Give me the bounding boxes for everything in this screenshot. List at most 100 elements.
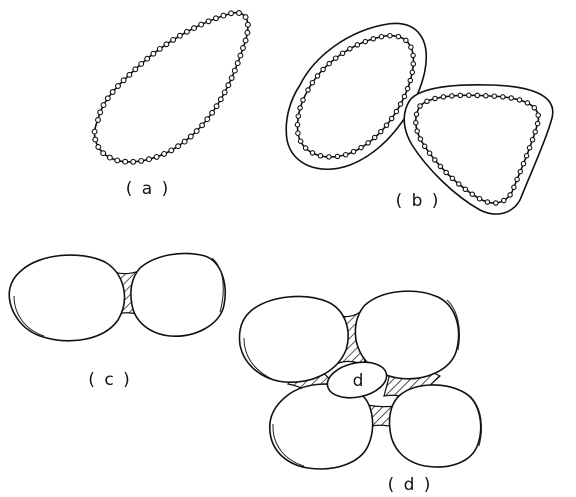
panel-d-label: ( d ) xyxy=(388,475,433,495)
surface-bead xyxy=(457,182,461,186)
surface-bead xyxy=(243,15,248,20)
particle-d-center-label: d xyxy=(353,371,364,391)
surface-bead xyxy=(524,154,528,158)
surface-bead xyxy=(441,95,445,99)
surface-bead xyxy=(116,84,121,89)
surface-bead xyxy=(418,137,422,141)
surface-bead xyxy=(123,159,128,164)
surface-bead xyxy=(241,46,246,51)
surface-bead xyxy=(418,104,422,108)
surface-bead xyxy=(105,96,110,101)
surface-bead xyxy=(433,96,437,100)
surface-bead xyxy=(371,37,375,41)
surface-bead xyxy=(334,56,338,60)
surface-bead xyxy=(237,11,242,16)
surface-bead xyxy=(245,30,250,35)
surface-bead xyxy=(232,68,237,73)
surface-bead xyxy=(470,192,474,196)
surface-bead xyxy=(110,90,115,95)
surface-bead xyxy=(310,81,314,85)
surface-bead xyxy=(379,129,383,133)
surface-bead xyxy=(475,93,479,97)
surface-bead xyxy=(327,61,331,65)
panel-b-label: ( b ) xyxy=(396,191,441,211)
surface-bead xyxy=(517,98,521,102)
surface-bead xyxy=(508,193,512,197)
surface-bead xyxy=(502,198,506,202)
surface-bead xyxy=(518,169,522,173)
surface-bead xyxy=(535,121,539,125)
surface-bead xyxy=(359,145,363,149)
surface-bead xyxy=(127,72,132,77)
surface-bead xyxy=(390,116,394,120)
surface-bead xyxy=(525,101,529,105)
surface-bead xyxy=(408,78,412,82)
surface-bead xyxy=(145,56,150,61)
surface-bead xyxy=(169,148,174,153)
surface-bead xyxy=(121,78,126,83)
surface-bead xyxy=(243,38,248,43)
surface-bead xyxy=(512,185,516,189)
surface-bead xyxy=(296,131,300,135)
surface-bead xyxy=(438,164,442,168)
panel-b: ( b ) xyxy=(286,23,553,214)
surface-bead xyxy=(379,35,383,39)
surface-bead xyxy=(404,38,408,42)
surface-bead xyxy=(411,53,415,57)
surface-bead xyxy=(115,158,120,163)
panel-a: ( a ) xyxy=(92,11,250,199)
surface-bead xyxy=(222,90,227,95)
surface-bead xyxy=(327,155,331,159)
surface-bead xyxy=(463,187,467,191)
surface-bead xyxy=(423,144,427,148)
surface-bead xyxy=(194,129,199,134)
surface-bead xyxy=(139,62,144,67)
surface-bead xyxy=(450,176,454,180)
surface-bead xyxy=(315,74,319,78)
surface-bead xyxy=(108,155,113,160)
surface-bead xyxy=(246,22,251,27)
surface-bead xyxy=(296,114,300,118)
surface-bead xyxy=(501,95,505,99)
particle-d-bottom-right xyxy=(389,385,480,467)
surface-bead xyxy=(151,51,156,56)
surface-bead xyxy=(214,16,219,21)
surface-bead xyxy=(171,38,176,43)
surface-bead xyxy=(494,201,498,205)
surface-bead xyxy=(147,157,152,162)
particle-c-right xyxy=(131,253,225,336)
surface-bead xyxy=(221,13,226,18)
surface-bead xyxy=(226,83,231,88)
surface-bead xyxy=(477,197,481,201)
surface-bead xyxy=(533,130,537,134)
surface-bead xyxy=(192,26,197,31)
surface-bead xyxy=(450,94,454,98)
surface-bead xyxy=(363,39,367,43)
surface-bead xyxy=(527,146,531,150)
surface-bead xyxy=(415,129,419,133)
surface-bead xyxy=(303,146,307,150)
surface-bead xyxy=(310,151,314,155)
surface-bead xyxy=(348,47,352,51)
surface-bead xyxy=(411,62,415,66)
surface-bead xyxy=(92,129,97,134)
surface-bead xyxy=(410,70,414,74)
panel-d: d ( d ) xyxy=(240,291,482,495)
surface-bead xyxy=(536,113,540,117)
surface-bead xyxy=(402,94,406,98)
particle-b1-core xyxy=(297,36,413,157)
surface-bead xyxy=(335,154,339,158)
surface-bead xyxy=(176,144,181,149)
surface-bead xyxy=(355,43,359,47)
surface-bead xyxy=(433,158,437,162)
surface-bead xyxy=(101,151,106,156)
surface-bead xyxy=(154,155,159,160)
surface-bead xyxy=(229,76,234,81)
surface-bead xyxy=(210,110,215,115)
surface-bead xyxy=(515,177,519,181)
panel-c-label: ( c ) xyxy=(88,370,131,390)
surface-bead xyxy=(388,34,392,38)
surface-bead xyxy=(530,138,534,142)
surface-bead xyxy=(205,117,210,122)
surface-bead xyxy=(235,61,240,66)
